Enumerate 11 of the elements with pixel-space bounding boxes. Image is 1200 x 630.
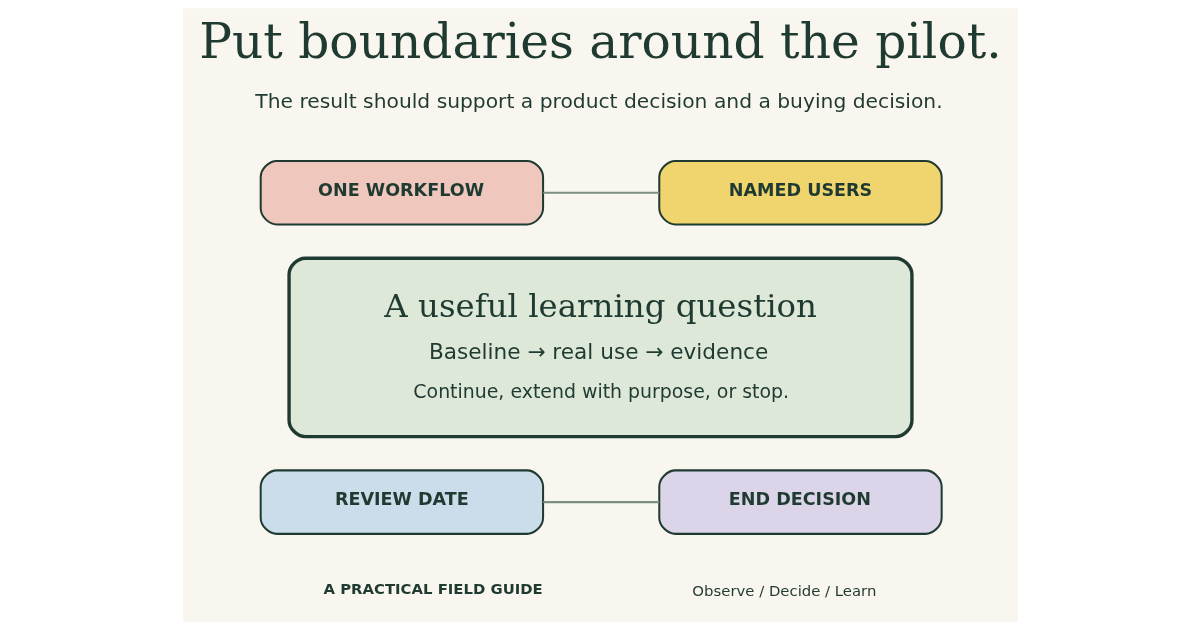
label: The result should support a product decision and a buying decision.: [254, 88, 943, 113]
node-box: ONE WORKFLOW: [259, 159, 544, 226]
label: Observe / Decide / Learn: [691, 581, 876, 600]
connector: [542, 501, 659, 504]
node-box: END DECISION: [657, 469, 943, 535]
diagram-title: Put boundaries around the pilot.: [198, 13, 1002, 70]
label: A PRACTICAL FIELD GUIDE: [323, 580, 543, 599]
node-box: REVIEW DATE: [259, 469, 544, 535]
node-box: NAMED USERS: [657, 159, 943, 226]
node-box: A useful learning question Baseline → real use → evidence Continue, extend with purpose, or stop.: [286, 256, 914, 439]
connector: [542, 191, 659, 194]
